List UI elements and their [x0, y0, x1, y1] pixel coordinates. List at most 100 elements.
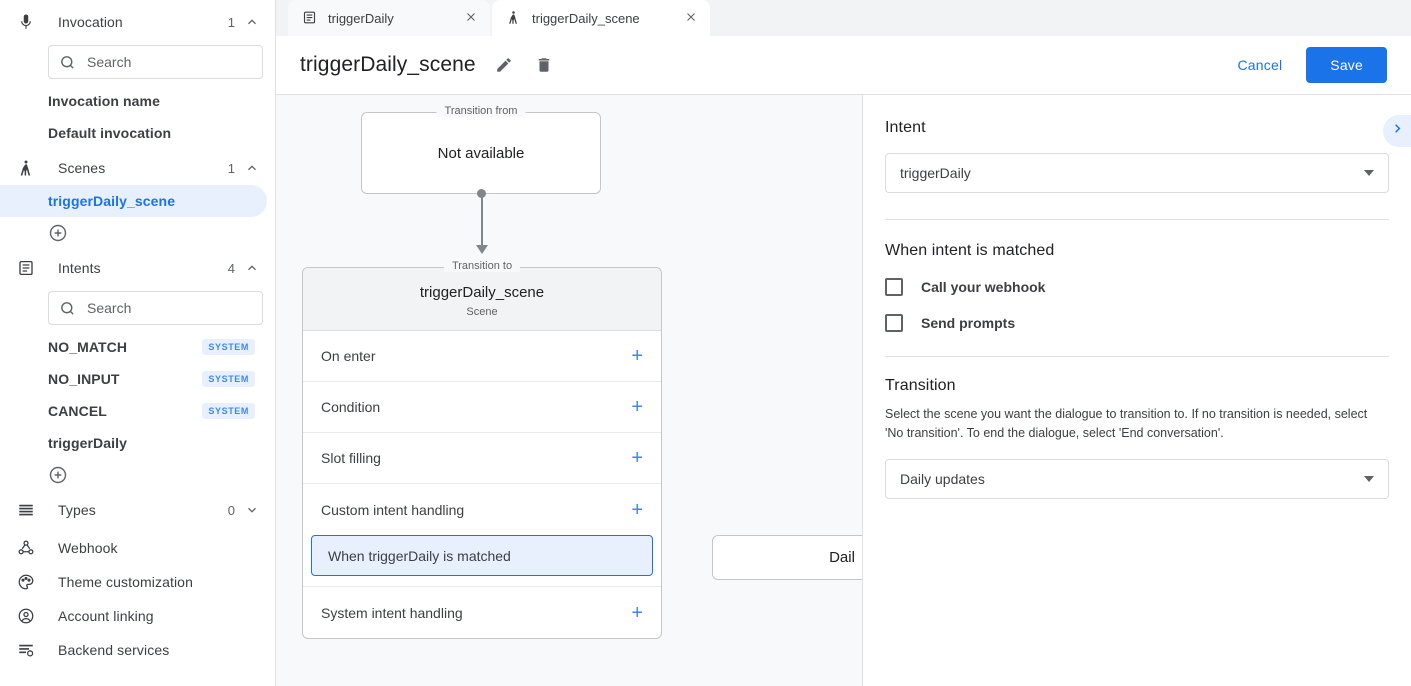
invocation-search-input[interactable]: Search: [48, 45, 263, 79]
sidebar-section-types[interactable]: Types 0: [0, 493, 275, 527]
scene-section-condition[interactable]: Condition +: [303, 382, 661, 433]
add-scene-button[interactable]: [0, 217, 275, 249]
sidebar-item-label: triggerDaily: [48, 435, 127, 451]
transition-section: Transition Select the scene you want the…: [863, 357, 1411, 499]
close-icon[interactable]: [684, 10, 700, 26]
scene-section-slot-filling[interactable]: Slot filling +: [303, 433, 661, 484]
cancel-button[interactable]: Cancel: [1226, 49, 1295, 81]
transition-target-value: Dail: [829, 549, 855, 566]
checkbox-call-your-webhook[interactable]: Call your webhook: [885, 278, 1389, 296]
when-matched-section: When intent is matched Call your webhook…: [863, 220, 1411, 357]
sidebar-item-webhook[interactable]: Webhook: [0, 531, 275, 565]
sidebar-section-count: 0: [227, 502, 235, 518]
chevron-down-icon[interactable]: [245, 503, 259, 517]
sidebar-section-invocation[interactable]: Invocation 1: [0, 5, 275, 39]
account-icon: [14, 604, 38, 628]
sidebar-item-label: Account linking: [58, 608, 154, 624]
intent-handler-label: When triggerDaily is matched: [328, 547, 511, 564]
checkbox-icon[interactable]: [885, 278, 903, 296]
chevron-up-icon[interactable]: [245, 261, 259, 275]
palette-icon: [14, 570, 38, 594]
sidebar-section-intents[interactable]: Intents 4: [0, 251, 275, 285]
sidebar-item-triggerdaily[interactable]: triggerDaily: [0, 427, 267, 459]
search-icon: [59, 53, 77, 71]
sidebar-section-scenes[interactable]: Scenes 1: [0, 151, 275, 185]
sidebar-item-label: Theme customization: [58, 574, 193, 590]
sidebar-section-count: 1: [227, 160, 235, 176]
status-badge: SYSTEM: [202, 339, 255, 355]
sidebar-item-no-match[interactable]: NO_MATCH SYSTEM: [0, 331, 267, 363]
tab-triggerdaily-scene[interactable]: triggerDaily_scene: [492, 0, 710, 36]
sidebar-item-default-invocation[interactable]: Default invocation: [0, 117, 267, 149]
tab-bar: triggerDaily triggerDaily_scene: [276, 0, 1411, 36]
connector-dot: [477, 189, 486, 198]
close-icon[interactable]: [464, 10, 480, 26]
add-icon[interactable]: +: [631, 498, 643, 521]
transition-select-value: Daily updates: [900, 470, 985, 487]
add-icon[interactable]: +: [631, 447, 643, 469]
chevron-up-icon[interactable]: [245, 161, 259, 175]
chevron-right-icon: [1390, 121, 1405, 141]
intents-search-input[interactable]: Search: [48, 291, 263, 325]
sidebar-item-invocation-name[interactable]: Invocation name: [0, 85, 267, 117]
intent-select-value: triggerDaily: [900, 165, 971, 181]
scene-section-label: On enter: [321, 348, 376, 364]
scene-section-label: System intent handling: [321, 604, 463, 621]
checkbox-icon[interactable]: [885, 314, 903, 332]
sidebar-item-account-linking[interactable]: Account linking: [0, 599, 275, 633]
trash-icon[interactable]: [534, 55, 554, 75]
save-button[interactable]: Save: [1306, 47, 1387, 83]
dropdown-arrow-icon: [1364, 475, 1374, 482]
microphone-icon: [14, 10, 38, 34]
left-sidebar: Invocation 1 Search Invocation name Defa…: [0, 0, 276, 686]
add-icon[interactable]: +: [631, 601, 643, 624]
checkbox-send-prompts[interactable]: Send prompts: [885, 314, 1389, 332]
search-icon: [59, 299, 77, 317]
types-icon: [14, 498, 38, 522]
tab-label: triggerDaily_scene: [532, 10, 640, 26]
scene-node-subtitle: Scene: [466, 306, 498, 318]
transition-select[interactable]: Daily updates: [885, 458, 1389, 499]
scene-graph-canvas[interactable]: Transition from Not available Transition…: [276, 95, 862, 686]
sidebar-item-theme-customization[interactable]: Theme customization: [0, 565, 275, 599]
transition-description: Select the scene you want the dialogue t…: [885, 407, 1368, 440]
add-intent-button[interactable]: [0, 459, 275, 491]
sidebar-section-label: Intents: [58, 260, 101, 276]
add-icon[interactable]: +: [631, 345, 643, 367]
intents-search-placeholder: Search: [87, 300, 132, 316]
sidebar-item-cancel[interactable]: CANCEL SYSTEM: [0, 395, 267, 427]
tab-triggerdaily[interactable]: triggerDaily: [288, 0, 490, 36]
scene-section-custom-intent-handling[interactable]: Custom intent handling +: [303, 484, 661, 535]
add-icon[interactable]: +: [631, 396, 643, 418]
scene-section-system-intent-handling[interactable]: System intent handling +: [303, 587, 661, 638]
sidebar-section-label: Invocation: [58, 14, 123, 30]
scene-icon: [506, 10, 522, 26]
dropdown-arrow-icon: [1364, 170, 1374, 176]
main-area: triggerDaily triggerDaily_scene triggerD…: [276, 0, 1411, 686]
scene-section-label: Condition: [321, 399, 381, 415]
intent-heading: Intent: [885, 119, 926, 136]
transition-to-legend: Transition to: [443, 260, 521, 272]
sidebar-item-backend-services[interactable]: Backend services: [0, 633, 275, 667]
chevron-up-icon[interactable]: [245, 15, 259, 29]
scene-icon: [14, 156, 38, 180]
plus-circle-icon: [48, 465, 68, 485]
scene-section-label: Slot filling: [321, 450, 381, 466]
tab-label: triggerDaily: [328, 10, 394, 26]
transition-to-node[interactable]: Transition to triggerDaily_scene Scene O…: [302, 260, 662, 639]
transition-from-node[interactable]: Transition from Not available: [361, 105, 601, 194]
intent-handler-chip[interactable]: When triggerDaily is matched: [311, 535, 653, 576]
intent-select[interactable]: triggerDaily: [885, 153, 1389, 193]
sidebar-item-label: Backend services: [58, 642, 170, 658]
sidebar-item-label: NO_INPUT: [48, 371, 120, 387]
scene-section-on-enter[interactable]: On enter +: [303, 331, 661, 382]
title-bar: triggerDaily_scene Cancel Save: [276, 36, 1411, 95]
panel-collapse-button[interactable]: [1383, 115, 1411, 147]
sidebar-item-no-input[interactable]: NO_INPUT SYSTEM: [0, 363, 267, 395]
transition-target-node[interactable]: Tr Dail: [712, 535, 862, 580]
sidebar-item-label: Webhook: [58, 540, 118, 556]
pencil-icon[interactable]: [494, 55, 514, 75]
sidebar-section-count: 1: [227, 14, 235, 30]
body-row: Transition from Not available Transition…: [276, 95, 1411, 686]
sidebar-item-triggerdaily-scene[interactable]: triggerDaily_scene: [0, 185, 267, 217]
